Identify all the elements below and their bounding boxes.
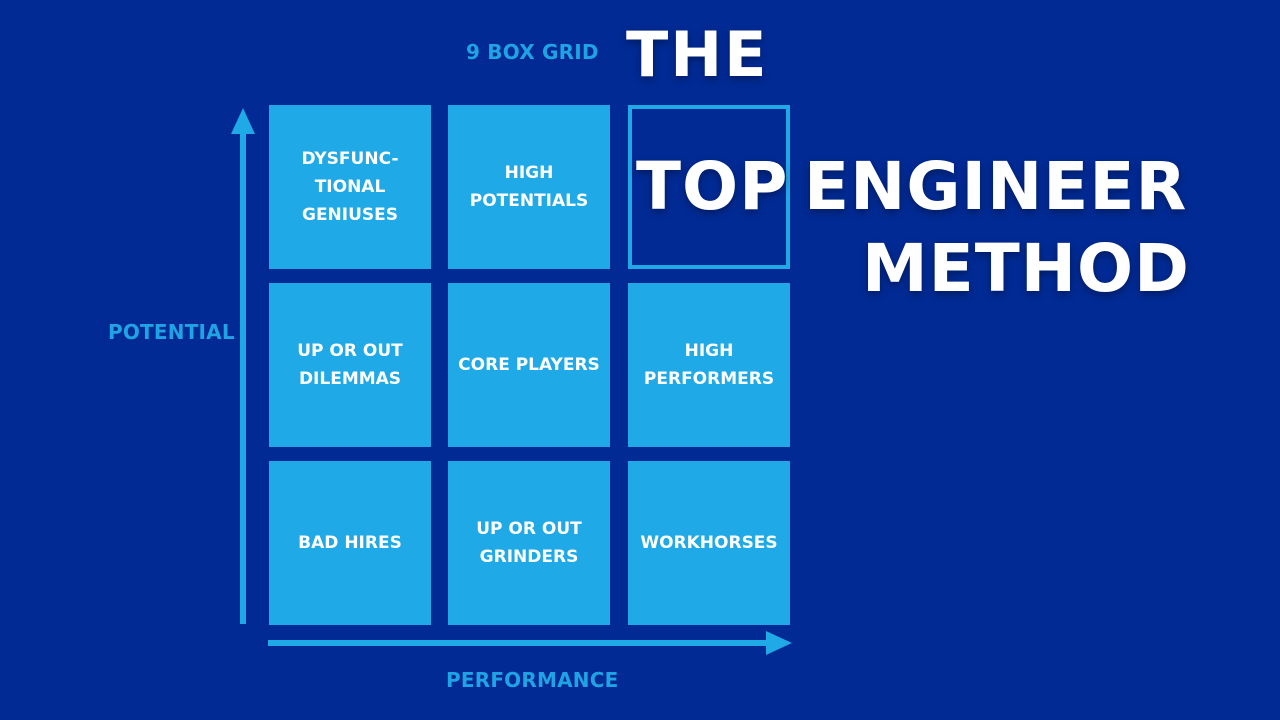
grid-cell-top-engineer [628,105,790,269]
grid-cell-high-potentials: HIGH POTENTIALS [448,105,610,269]
headline-engineer: ENGINEER [804,148,1188,225]
grid-cell-label: UP OR OUT GRINDERS [476,519,582,567]
x-axis-arrow [766,631,792,655]
headline-top: TOP [636,148,789,225]
grid-cell-dysfunctional-geniuses: DYSFUNC- TIONAL GENIUSES [269,105,431,269]
grid-cell-label: UP OR OUT DILEMMAS [297,341,403,389]
headline-the: THE [626,18,769,91]
y-axis-arrow [231,108,255,134]
grid-cell-label: DYSFUNC- TIONAL GENIUSES [301,149,399,225]
grid-cell-bad-hires: BAD HIRES [269,461,431,625]
grid-cell-label: BAD HIRES [298,533,402,553]
grid-cell-label: HIGH POTENTIALS [469,163,589,211]
grid-cell-high-performers: HIGH PERFORMERS [628,283,790,447]
grid-title: 9 BOX GRID [466,40,599,64]
grid-cell-up-or-out-grinders: UP OR OUT GRINDERS [448,461,610,625]
x-axis-label: PERFORMANCE [446,668,619,692]
grid-cell-up-or-out-dilemmas: UP OR OUT DILEMMAS [269,283,431,447]
grid-cell-workhorses: WORKHORSES [628,461,790,625]
grid-cell-core-players: CORE PLAYERS [448,283,610,447]
grid-cell-label: HIGH PERFORMERS [643,341,775,389]
headline-method: METHOD [862,230,1190,307]
y-axis-label: POTENTIAL [108,320,235,344]
grid-cell-label: CORE PLAYERS [458,355,600,375]
grid-cell-label: WORKHORSES [640,533,778,553]
